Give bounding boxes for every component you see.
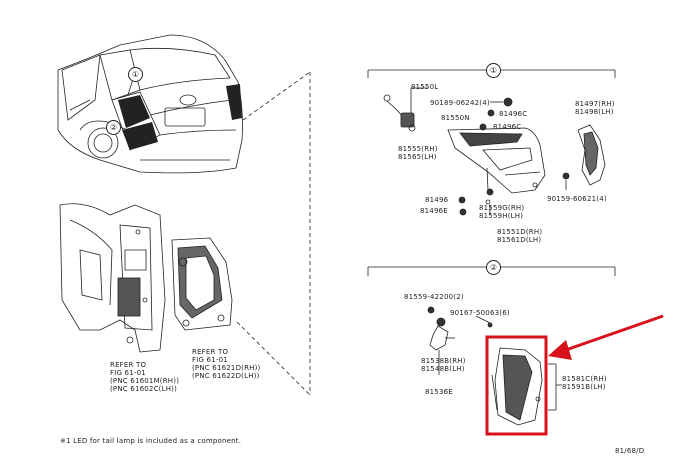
part-label-81496: 81496 xyxy=(425,196,449,204)
section2-marker: ② xyxy=(486,260,501,275)
reference-note-right: REFER TO FIG 61-01 (PNC 61621D(RH)) (PNC… xyxy=(192,348,261,380)
lamp-lens-81551d xyxy=(447,127,546,194)
highlight-box xyxy=(485,335,548,436)
inner-panel-illustration xyxy=(59,203,166,353)
part-label-81551d: 81551D(RH) 81561D(LH) xyxy=(497,228,543,244)
section1-bracket xyxy=(367,69,616,78)
section2-bracket xyxy=(367,266,616,276)
part-label-81496c-a: 81496C xyxy=(499,110,528,118)
dashed-leader xyxy=(236,71,311,396)
part-label-81581c: 81581C(RH) 81591B(LH) xyxy=(562,375,607,391)
figure-id: 81/68/D xyxy=(615,447,645,455)
part-label-90189: 90189-06242(4) xyxy=(430,99,490,107)
part-label-81550n: 81550N xyxy=(441,114,470,122)
part-label-90167: 90167-50063(6) xyxy=(450,309,510,317)
part-bracket-81581c xyxy=(548,363,562,411)
part-label-81536e: 81536E xyxy=(425,388,453,396)
part-label-90159: 90159-60621(4) xyxy=(547,195,607,203)
part-label-81538b: 81538B(RH) 81548B(LH) xyxy=(421,357,466,373)
part-label-81559-42200: 81559-42200(2) xyxy=(404,293,464,301)
fasteners-81496 xyxy=(458,167,494,216)
part-label-81559g: 81559G(RH) 81559H(LH) xyxy=(479,204,525,220)
vehicle-callout-2: ② xyxy=(106,120,121,135)
screw-90159 xyxy=(562,172,570,190)
reference-note-left: REFER TO FIG 61-01 (PNC 61601M(RH)) (PNC… xyxy=(110,361,180,393)
socket-81538b xyxy=(427,306,455,375)
garnish-81497 xyxy=(577,124,606,186)
lamp-81581c xyxy=(491,347,543,426)
part-label-81550l: 81550L xyxy=(411,83,439,91)
vehicle-callout-1: ① xyxy=(128,67,143,82)
part-label-81496e: 81496E xyxy=(420,207,448,215)
footnote: ※1 LED for tail lamp is included as a co… xyxy=(60,437,242,445)
lamp-bracket-illustration xyxy=(171,237,233,331)
bolt-90189 xyxy=(490,97,513,107)
part-label-81496c-b: 81496C xyxy=(493,123,522,131)
vehicle-rear-illustration xyxy=(57,34,243,174)
clip-81496c xyxy=(479,109,495,131)
part-label-81497: 81497(RH) 81498(LH) xyxy=(575,100,615,116)
part-label-81555: 81555(RH) 81565(LH) xyxy=(398,145,438,161)
screw-90167 xyxy=(475,315,493,328)
bulb-socket xyxy=(383,87,428,132)
section1-marker: ① xyxy=(486,63,501,78)
highlight-arrow xyxy=(548,314,664,360)
